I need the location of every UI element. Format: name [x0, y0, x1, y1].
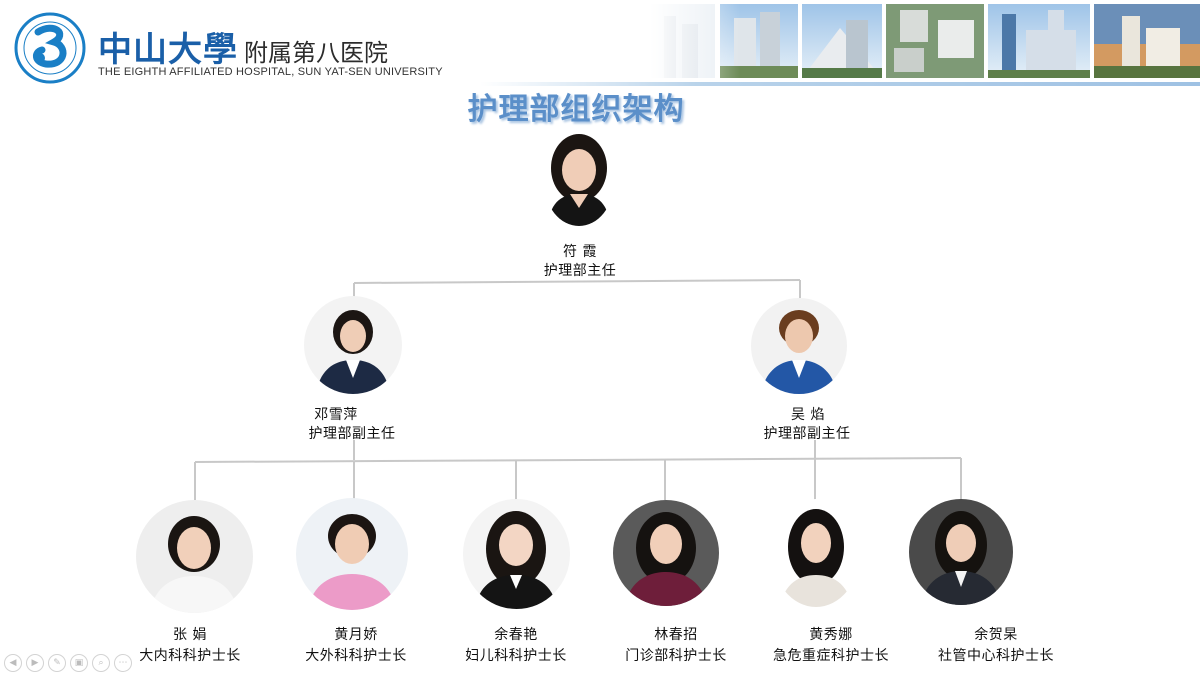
- deputy-name: 邓雪萍: [314, 407, 358, 423]
- logo-english: THE EIGHTH AFFILIATED HOSPITAL, SUN YAT-…: [98, 66, 443, 78]
- person-portrait-icon: [136, 500, 253, 613]
- head-nurse-photo: [613, 500, 719, 606]
- director-role: 护理部主任: [543, 263, 617, 279]
- head-nurse-name: 林春招: [654, 627, 698, 643]
- person-portrait-icon: [772, 499, 860, 607]
- next-icon[interactable]: ▶: [26, 654, 44, 672]
- head-nurse-role: 急危重症科护士长: [773, 648, 889, 664]
- deputy-photo: [751, 298, 847, 394]
- person-portrait-icon: [751, 298, 847, 394]
- deputy-name: 吴 焰: [791, 407, 825, 423]
- deputy-photo: [304, 296, 402, 394]
- person-portrait-icon: [613, 500, 719, 606]
- connector-director-bar: [353, 279, 801, 284]
- person-portrait-icon: [909, 499, 1013, 605]
- head-nurse-name: 余贺杲: [974, 627, 1018, 643]
- head-nurse-name: 黄秀娜: [809, 627, 853, 643]
- connector-heads-bar: [194, 457, 962, 463]
- person-portrait-icon: [463, 499, 570, 609]
- head-nurse-role: 社管中心科护士长: [938, 648, 1054, 664]
- screen-icon[interactable]: ▣: [70, 654, 88, 672]
- head-nurse-role: 大外科科护士长: [305, 648, 407, 664]
- head-nurse-photo: [463, 499, 570, 609]
- person-portrait-icon: [296, 498, 408, 610]
- deputy-role: 护理部副主任: [308, 426, 396, 442]
- header-divider: [480, 82, 1200, 86]
- deputy-role: 护理部副主任: [763, 426, 851, 442]
- prev-icon[interactable]: ◀: [4, 654, 22, 672]
- page-title: 护理部组织架构: [467, 92, 685, 127]
- director-name: 符 霞: [563, 244, 597, 260]
- logo-chinese: 中山大學附属第八医院: [98, 22, 388, 71]
- head-nurse-photo: [136, 500, 253, 613]
- hospital-buildings-banner: [650, 0, 1200, 80]
- head-nurse-role: 妇儿科科护士长: [465, 648, 567, 664]
- hospital-seal-icon: [14, 12, 86, 84]
- director-photo: [544, 128, 614, 226]
- head-nurse-role: 大内科科护士长: [139, 648, 241, 664]
- hospital-logo: 中山大學附属第八医院 THE EIGHTH AFFILIATED HOSPITA…: [14, 12, 443, 84]
- presentation-toolbar: ◀ ▶ ✎ ▣ ⌕ ⋯: [4, 654, 132, 672]
- head-nurse-photo: [772, 499, 860, 607]
- zoom-icon[interactable]: ⌕: [92, 654, 110, 672]
- head-nurse-photo: [909, 499, 1013, 605]
- head-nurse-name: 余春艳: [494, 627, 538, 643]
- person-portrait-icon: [304, 296, 402, 394]
- head-nurse-role: 门诊部科护士长: [625, 648, 727, 664]
- logo-cn-main: 中山大學: [98, 30, 238, 70]
- pen-icon[interactable]: ✎: [48, 654, 66, 672]
- head-nurse-name: 张 娟: [173, 627, 207, 643]
- person-portrait-icon: [544, 128, 614, 226]
- logo-cn-sub: 附属第八医院: [244, 39, 388, 67]
- head-nurse-photo: [296, 498, 408, 610]
- head-nurse-name: 黄月娇: [334, 627, 378, 643]
- more-icon[interactable]: ⋯: [114, 654, 132, 672]
